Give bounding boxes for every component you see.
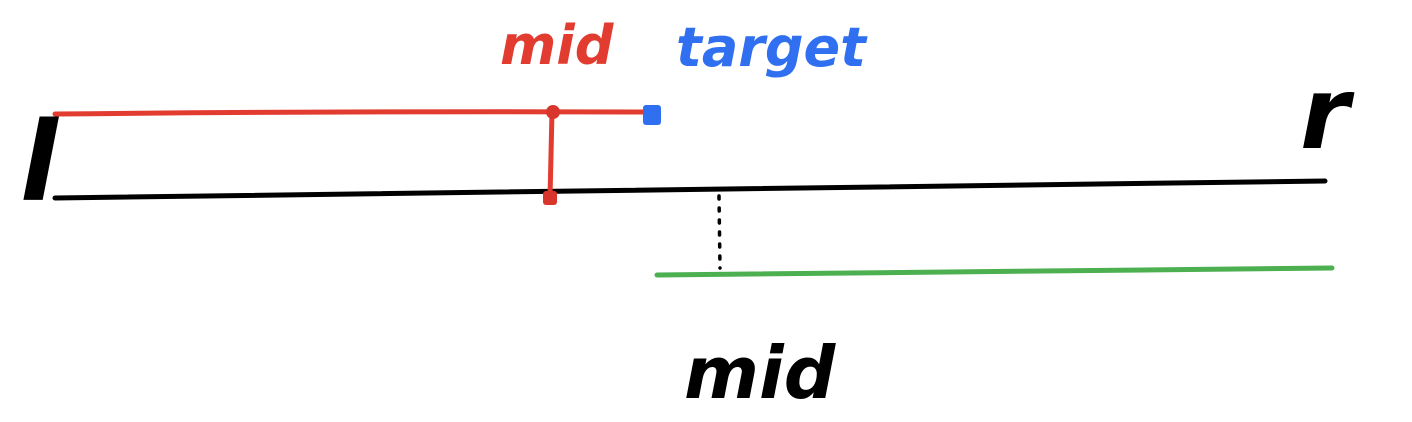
right-subrange-line — [654, 265, 1335, 278]
left-subrange-line — [52, 109, 655, 117]
target-point — [643, 105, 661, 125]
dotted-mid-marker — [717, 194, 722, 270]
search-range-line — [52, 178, 1328, 201]
label-right: r — [1300, 55, 1355, 172]
mid-top-point — [546, 105, 560, 119]
mid-bottom-point — [543, 191, 557, 205]
label-mid-bottom: mid — [684, 331, 837, 415]
label-left: l — [20, 98, 59, 226]
label-mid-top: mid — [500, 14, 615, 77]
label-target: target — [676, 16, 868, 79]
mid-connector-line — [547, 109, 555, 201]
